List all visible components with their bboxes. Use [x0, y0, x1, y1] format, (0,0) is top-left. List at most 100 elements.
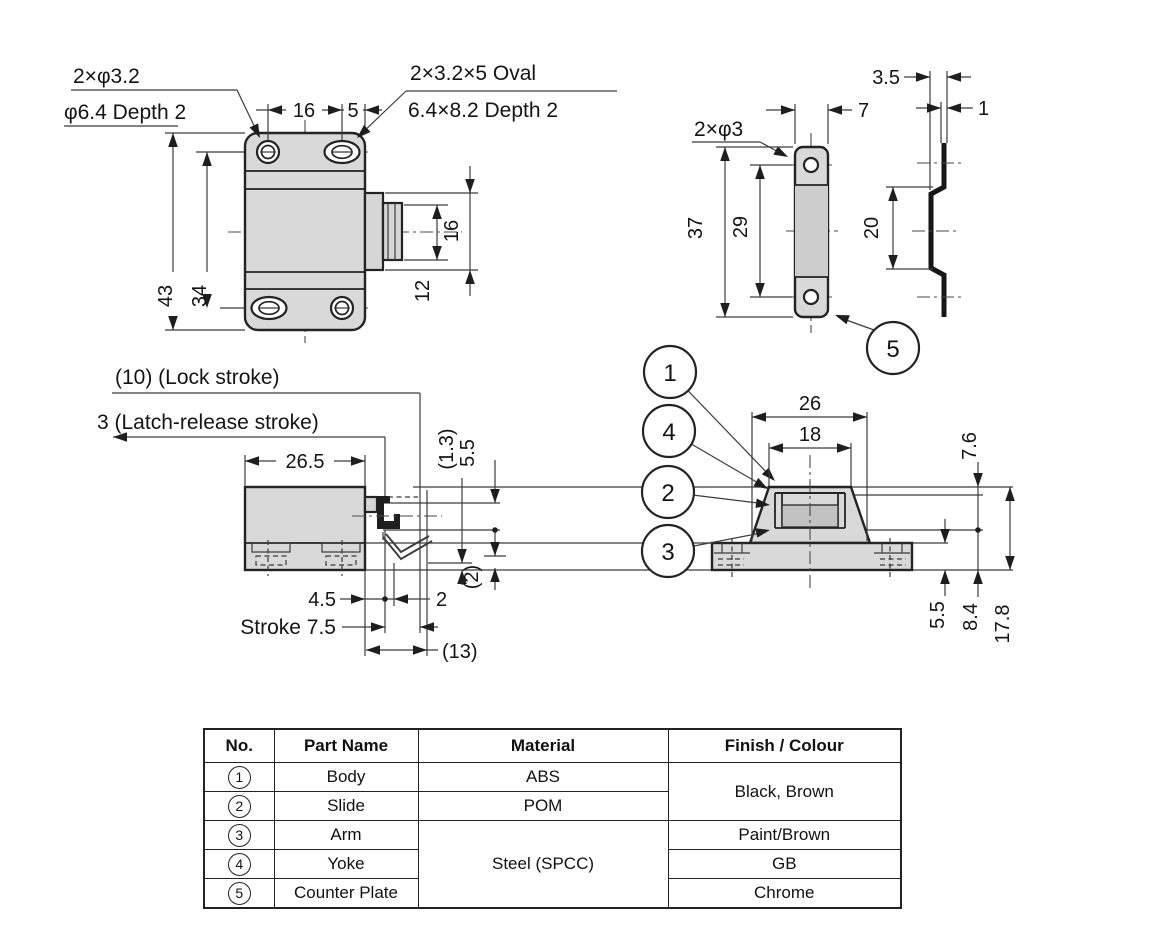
- section-base: [710, 541, 914, 572]
- cell-finish-paint-brown: Paint/Brown: [667, 820, 902, 850]
- callout-balloons: 1 4 2 3: [640, 344, 698, 579]
- dim-pin-step-label: 2: [436, 589, 447, 611]
- dim-arm-drop-label: (2): [461, 565, 483, 589]
- dimension-lines: [244, 450, 500, 656]
- dim-boss-inner-label: 12: [412, 280, 434, 302]
- oval-note-line1: 2×3.2×5 Oval: [410, 62, 536, 85]
- plate-hole-top: [802, 156, 820, 174]
- dim-pin-base-label: 4.5: [308, 589, 336, 611]
- counter-plate-view: 5 2×φ3 7 3.5 1 37 29 20: [685, 67, 989, 376]
- plate-holes-note: 2×φ3: [694, 118, 743, 141]
- section-feet-detail: [714, 538, 910, 577]
- dimension-lines: [692, 71, 973, 331]
- mounting-hole-top-left: [255, 139, 281, 165]
- dim-thickness-label: 1: [978, 98, 989, 120]
- cell-no-3: 3: [203, 820, 275, 850]
- mounting-feet-detail: [251, 540, 361, 576]
- callout-balloon-5: [865, 320, 921, 376]
- side-profile-centerlines: [912, 162, 962, 298]
- table-header-row: No. Part Name Material Finish / Colour: [203, 728, 902, 763]
- dim-top-height-label: 7.6: [959, 432, 981, 460]
- circled-number-2: 2: [227, 794, 251, 818]
- right-reference-lines: [847, 494, 983, 531]
- dim-web-label: 20: [861, 217, 883, 239]
- plate-hole-bottom: [802, 288, 820, 306]
- section-view: 1 4 2 3 26 18 7.6 5.5 8.4 17.8: [640, 344, 1015, 644]
- latch-boss: [363, 191, 404, 272]
- counterbore-note-line1: 2×φ3.2: [73, 65, 140, 88]
- dimension-lines: [751, 412, 1015, 597]
- side-view: (10) (Lock stroke) 3 (Latch-release stro…: [97, 366, 1013, 663]
- dim-hole-edge-label: 5: [347, 100, 358, 122]
- dim-overall-height-label: 17.8: [992, 605, 1014, 644]
- table-row-arm: 3 Arm Steel (SPCC) Paint/Brown: [203, 820, 902, 909]
- stroke-label: Stroke 7.5: [240, 616, 336, 639]
- cell-part-counter-plate: Counter Plate: [273, 878, 419, 909]
- callout-4-label: 4: [662, 419, 675, 446]
- dim-hole-spacing-label: 16: [293, 100, 315, 122]
- front-view: 2×φ3.2 φ6.4 Depth 2 2×3.2×5 Oval 6.4×8.2…: [64, 62, 617, 343]
- dim-plate-width-label: 7: [858, 100, 869, 122]
- circled-number-4: 4: [227, 852, 251, 876]
- dim-body-depth-label: 26.5: [286, 451, 325, 473]
- cell-finish-chrome: Chrome: [667, 878, 902, 909]
- column-header-no: No.: [203, 728, 275, 763]
- circled-number-5: 5: [227, 881, 251, 905]
- dim-pin-height-label: 5.5: [457, 439, 479, 467]
- cell-material-steel: Steel (SPCC): [417, 820, 669, 909]
- arm-chevron: [382, 532, 433, 561]
- dim-extended-label: (13): [442, 641, 478, 663]
- callout-5-label: 5: [886, 336, 899, 363]
- cell-no-5: 5: [203, 878, 275, 909]
- latch-release-stroke-label: 3 (Latch-release stroke): [97, 411, 319, 434]
- counterbore-note-line2: φ6.4 Depth 2: [64, 101, 186, 124]
- cell-no-2: 2: [203, 791, 275, 821]
- callout-3-label: 3: [661, 539, 674, 566]
- dim-hole-pitch-label: 34: [189, 285, 211, 307]
- lock-stroke-label: (10) (Lock stroke): [115, 366, 280, 389]
- dim-height-overall-label: 43: [155, 285, 177, 307]
- mounting-hole-bottom-right: [329, 295, 355, 321]
- dim-base-width-label: 26: [799, 393, 821, 415]
- latch-pin-base: [363, 495, 379, 514]
- cell-material-pom: POM: [417, 791, 669, 821]
- dim-plate-hole-pitch-label: 29: [730, 216, 752, 238]
- plate-mid-band: [795, 185, 828, 277]
- column-header-part-name: Part Name: [273, 728, 419, 763]
- column-header-finish: Finish / Colour: [667, 728, 902, 763]
- dim-base-height-label: 5.5: [927, 601, 949, 629]
- cell-no-4: 4: [203, 849, 275, 879]
- dim-gap-label: (1.3): [436, 428, 458, 469]
- body-plate-lines: [245, 170, 365, 290]
- dim-bend-offset-label: 3.5: [872, 67, 900, 89]
- table-row-body: 1 Body ABS Black, Brown: [203, 762, 902, 821]
- cell-no-1: 1: [203, 762, 275, 792]
- cell-part-arm: Arm: [273, 820, 419, 850]
- callout-2-label: 2: [661, 480, 674, 507]
- cell-finish-black-brown: Black, Brown: [667, 762, 902, 821]
- callout-1-label: 1: [663, 360, 676, 387]
- parts-table: No. Part Name Material Finish / Colour 1…: [203, 728, 902, 909]
- cell-part-yoke: Yoke: [273, 849, 419, 879]
- circled-number-1: 1: [227, 765, 251, 789]
- dim-plate-height-label: 37: [685, 217, 707, 239]
- cell-material-abs: ABS: [417, 762, 669, 792]
- table-row-slide: 2 Slide POM: [203, 791, 901, 821]
- mounting-hole-top-right-oval: [323, 139, 361, 165]
- dimension-lines: [64, 89, 617, 331]
- dim-top-width-label: 18: [799, 424, 821, 446]
- plate-side-profile: [928, 143, 947, 317]
- stroke-reference-lines: [112, 392, 421, 633]
- cell-finish-gb: GB: [667, 849, 902, 879]
- latch-hook: [377, 496, 400, 529]
- table-row-counter-plate: 5 Counter Plate Chrome: [203, 878, 902, 909]
- oval-note-line2: 6.4×8.2 Depth 2: [408, 99, 558, 122]
- cell-part-body: Body: [273, 762, 419, 792]
- circled-number-3: 3: [227, 823, 251, 847]
- dim-boss-height-label: 16: [441, 220, 463, 242]
- cell-part-slide: Slide: [273, 791, 419, 821]
- mounting-hole-bottom-left-oval: [250, 295, 288, 321]
- latch-body-side-outline: [243, 485, 367, 572]
